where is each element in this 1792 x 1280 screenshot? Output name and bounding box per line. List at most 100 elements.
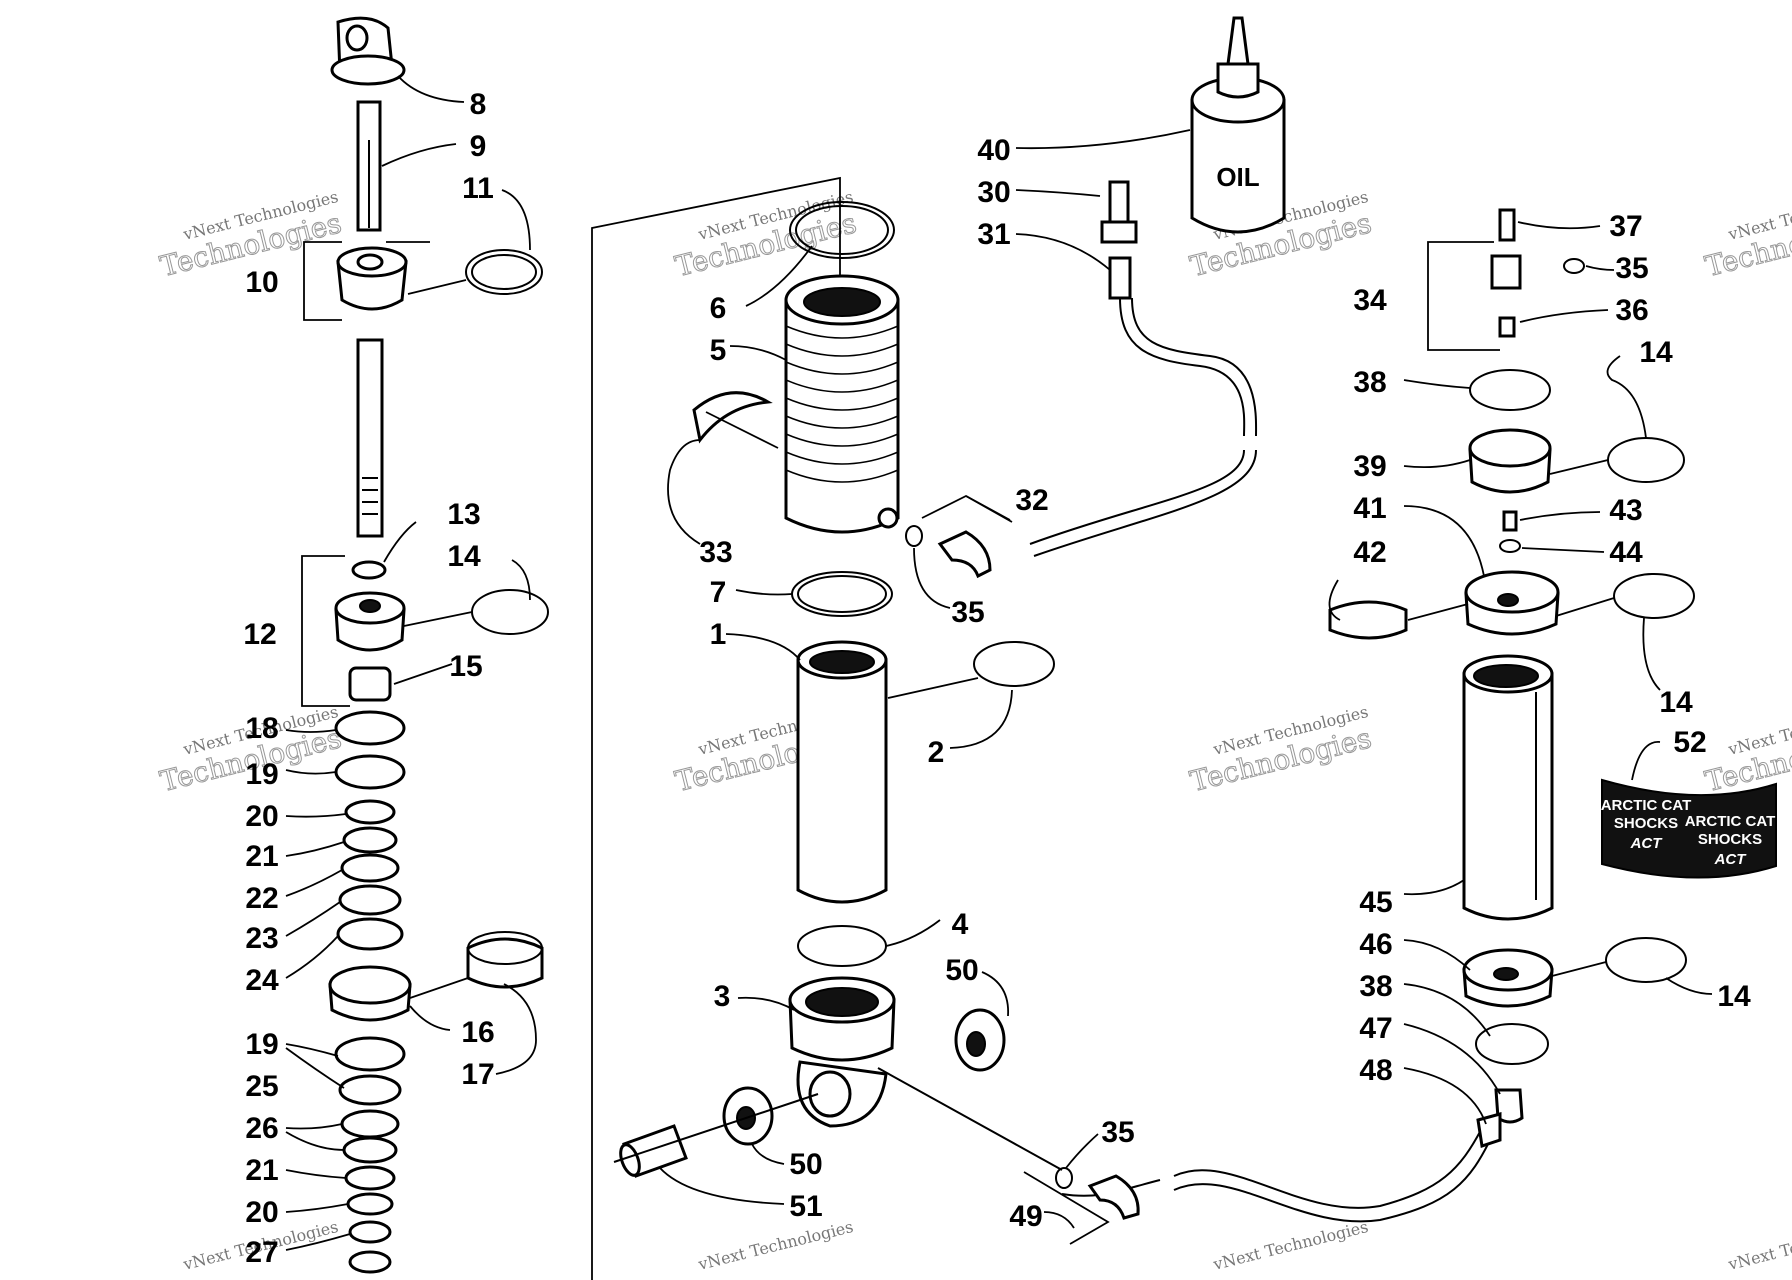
callout-39: 39 [1353, 450, 1386, 483]
bushing-15-part [348, 666, 392, 702]
shim-27 [348, 1220, 392, 1244]
fitting-48-part [1476, 1112, 1502, 1148]
leader-6 [745, 245, 813, 307]
bracket-32-leg [965, 495, 1011, 521]
bracket-34 [1427, 241, 1500, 351]
callout-2: 2 [928, 736, 945, 769]
o-ring-14-part [471, 589, 549, 635]
oil-bottle-nozzle [1226, 16, 1250, 66]
fitting-30-part [1108, 180, 1130, 224]
shim-24 [336, 917, 404, 951]
leader-26 [285, 1123, 343, 1130]
piston-bore [359, 599, 381, 613]
shim-23 [338, 884, 402, 916]
callout-12: 12 [243, 618, 276, 651]
body-threads [785, 325, 899, 483]
leader-38a [1403, 379, 1471, 389]
o-ring-part [465, 249, 543, 295]
callout-40: 40 [977, 134, 1010, 167]
frame-line [591, 176, 841, 1280]
leader-35b [1065, 1133, 1099, 1169]
callout-44: 44 [1609, 536, 1643, 569]
bracket-49 [1023, 1171, 1110, 1245]
ring-6-part [789, 201, 895, 259]
callout-38: 38 [1353, 366, 1386, 399]
callout-14: 14 [1659, 686, 1693, 719]
leader-4 [885, 919, 941, 947]
leader-19b [285, 1043, 339, 1057]
bottom-hose-outer [1173, 1135, 1493, 1223]
leader-42b [1407, 603, 1469, 621]
washer-13-part [351, 560, 387, 580]
leader-35c [1585, 265, 1615, 271]
leader-20b [285, 1203, 349, 1213]
bracket-12 [301, 555, 350, 707]
callout-50: 50 [945, 954, 978, 987]
callout-15: 15 [449, 650, 482, 683]
callout-42: 42 [1353, 536, 1386, 569]
oil-bottle-cap [1216, 62, 1260, 99]
watermark-line1: vNext Technologies [1210, 1217, 1370, 1274]
leader-14b [1549, 459, 1609, 475]
leader-2b [949, 689, 1013, 749]
leader-14d-b [1665, 977, 1713, 995]
callout-27: 27 [245, 1236, 278, 1269]
bracket-10 [303, 241, 342, 321]
ring-7-inner [797, 575, 887, 613]
valve-core-36 [1498, 316, 1516, 338]
callout-25: 25 [245, 1070, 278, 1103]
leader-26b [285, 1131, 345, 1151]
piston-41-top [1464, 570, 1560, 614]
oil-label: OIL [1216, 162, 1259, 192]
leader-14c-b [1642, 617, 1661, 691]
leader-2 [887, 677, 979, 699]
leader-24 [285, 935, 339, 979]
o-ring-44 [1499, 539, 1521, 553]
callout-17: 17 [461, 1058, 494, 1091]
callout-21: 21 [245, 1154, 278, 1187]
snap-ring-38b [1475, 1023, 1549, 1065]
oil-and-hoses: OIL [877, 16, 1493, 1245]
shim-19 [334, 754, 406, 790]
leader-19 [285, 769, 337, 775]
sleeve-51-end [619, 1143, 641, 1177]
callout-20: 20 [245, 1196, 278, 1229]
callout-20: 20 [245, 800, 278, 833]
band-42-part [1328, 600, 1408, 640]
callout-19: 19 [245, 758, 278, 791]
decal-line2: SHOCKS [1614, 815, 1678, 832]
shim-20 [344, 799, 396, 825]
watermark: vNext Technologies [1210, 1217, 1370, 1274]
o-ring-35a [905, 525, 923, 547]
leader-52 [1631, 741, 1661, 781]
leader-20 [285, 813, 347, 818]
screw-43 [1502, 510, 1518, 532]
piston-41-bore [1497, 593, 1519, 607]
leader-44 [1521, 547, 1605, 553]
callout-50: 50 [789, 1148, 822, 1181]
shaft-part [356, 338, 384, 538]
callout-13: 13 [447, 498, 480, 531]
leader-14b-top [1606, 355, 1647, 439]
leader-21b [285, 1169, 347, 1179]
callout-11: 11 [462, 172, 494, 205]
shim-20b [346, 1192, 394, 1216]
shim-19b [334, 1036, 406, 1072]
decal-line1: ARCTIC CAT [1601, 797, 1692, 814]
callout-49: 49 [1009, 1200, 1042, 1233]
callout-5: 5 [710, 334, 727, 367]
end-cap-46-bore [1493, 967, 1519, 981]
leader-3 [737, 996, 795, 1011]
leader-41 [1403, 505, 1485, 577]
callout-19: 19 [245, 1028, 278, 1061]
callout-32: 32 [1015, 484, 1048, 517]
leader-27 [285, 1233, 351, 1251]
shim-26 [340, 1109, 400, 1139]
leader-47 [1403, 1023, 1501, 1095]
eyelet-base [330, 54, 406, 86]
o-ring-35c [1563, 258, 1585, 274]
decal-badge: ACT [1714, 851, 1748, 868]
snap-ring-2-part [973, 641, 1055, 687]
leader-40 [1015, 129, 1191, 150]
